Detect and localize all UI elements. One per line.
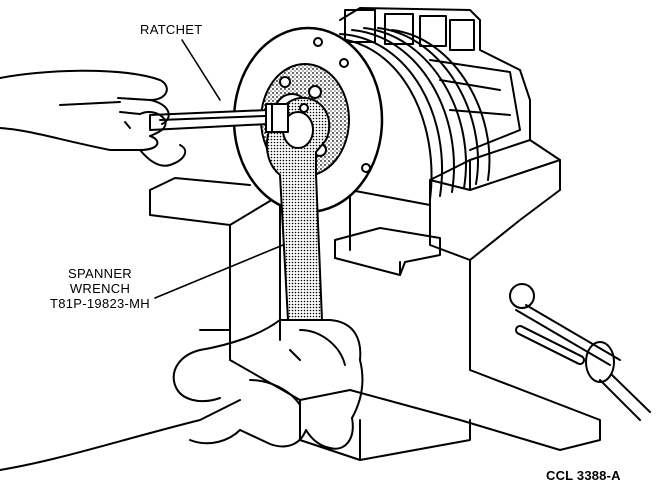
spanner-label-line2: WRENCH [69,281,131,296]
spanner-label-part-number: T81P-19823-MH [50,296,150,311]
ratchet-tool [149,103,289,133]
pulley-grooves [329,27,491,201]
label-leaders [154,39,284,299]
bench-vise [149,139,651,461]
ratchet-label: RATCHET [140,22,203,37]
right-hand-spanner [0,319,364,471]
left-hand-ratchet [0,69,187,167]
figure-code: CCL 3388-A [546,468,621,483]
spanner-wrench-label: SPANNER WRENCH T81P-19823-MH [50,266,150,311]
compressor-body [339,7,531,151]
spanner-label-line1: SPANNER [68,266,132,281]
